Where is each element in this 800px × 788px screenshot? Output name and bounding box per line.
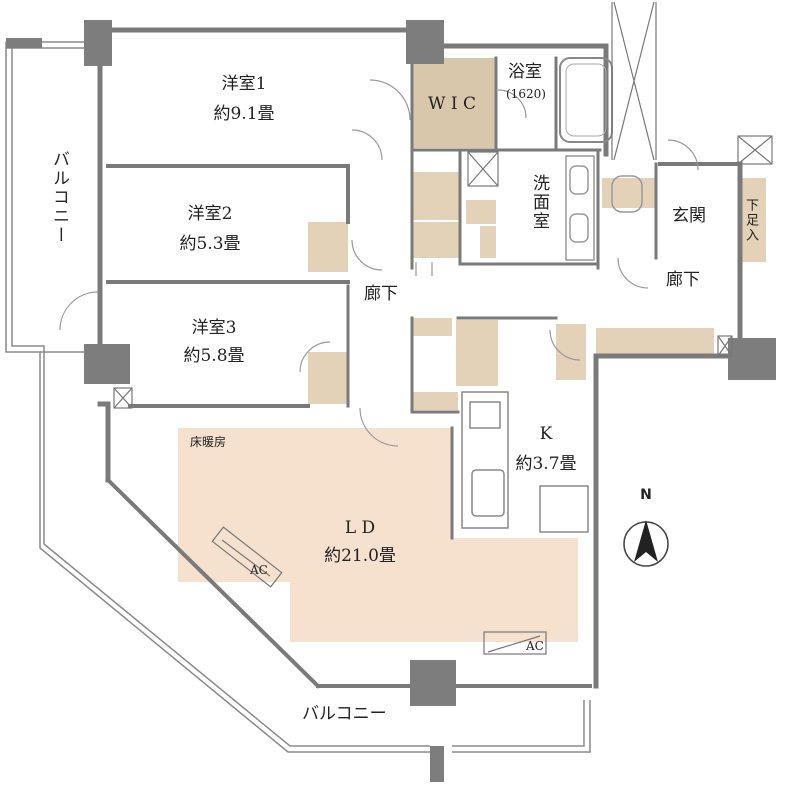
ac-label-1: AC (250, 563, 268, 577)
room-wic-name: W I C (427, 94, 477, 114)
floor-heating-label: 床暖房 (190, 435, 227, 449)
room-washroom-name: 洗面室 (529, 174, 549, 231)
room-kitchen-size: 約3.7畳 (515, 454, 577, 474)
balcony-west-label: バルコニー (49, 150, 69, 245)
room-living-size: 約21.0畳 (324, 546, 396, 566)
kitchen-counter (461, 391, 589, 533)
washroom-vanity (565, 155, 643, 261)
room-living-name: L D (344, 518, 376, 538)
room-western3-size: 約5.8畳 (183, 346, 245, 366)
room-western1-name: 洋室1 (221, 74, 267, 94)
ac-label-2: AC (526, 639, 544, 653)
ac-symbols (211, 526, 547, 655)
room-western2-name: 洋室2 (187, 204, 233, 224)
room-bath-size: (1620) (506, 87, 546, 101)
room-bath-name: 浴室 (508, 62, 542, 82)
balcony-south-label: バルコニー (302, 704, 387, 724)
room-western2-size: 約5.3畳 (179, 234, 241, 254)
compass-icon (623, 520, 669, 567)
room-hallway-west-name: 廊下 (364, 284, 398, 304)
room-western3-name: 洋室3 (191, 318, 237, 338)
room-western1-size: 約9.1畳 (213, 104, 275, 124)
door-swings (59, 79, 699, 447)
room-hallway-east-name: 廊下 (666, 270, 700, 290)
room-entrance-name: 玄関 (672, 206, 706, 226)
room-shoe-storage-name: 下足入 (743, 198, 758, 243)
compass-north-label: N (640, 487, 652, 503)
wic-area (412, 58, 496, 148)
storage-areas (308, 172, 766, 410)
columns (6, 20, 776, 782)
room-kitchen-name: K (539, 424, 553, 444)
floor-heating-area (178, 428, 578, 642)
pipe-shafts (113, 1, 773, 409)
